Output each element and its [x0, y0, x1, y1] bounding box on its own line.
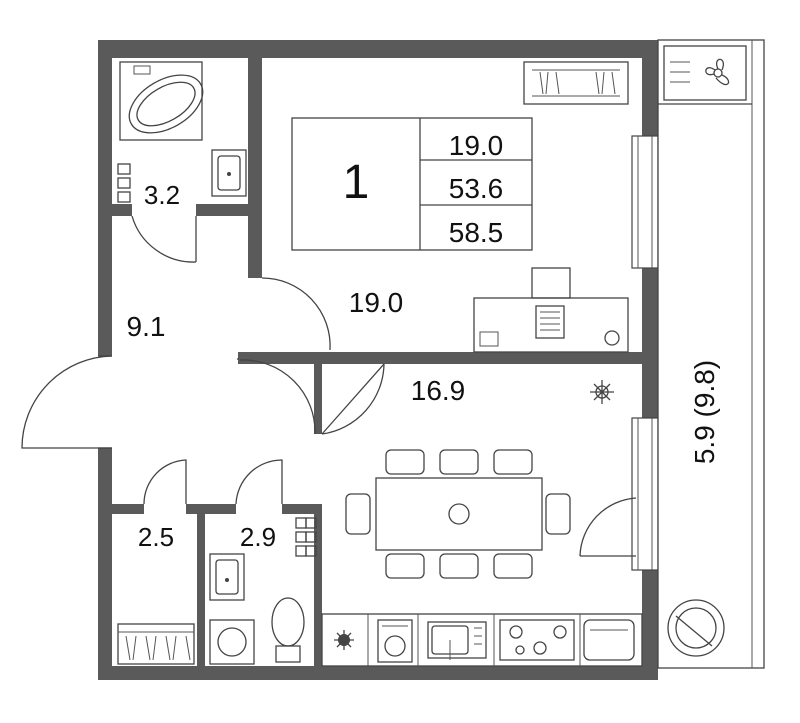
total-area: 53.6	[449, 173, 504, 204]
wardrobe-icon	[523, 61, 629, 105]
kitchen-counter	[321, 613, 643, 667]
window-kitchen	[631, 417, 659, 571]
total-area-with-balcony: 58.5	[449, 217, 504, 248]
toilet-area: 2.9	[240, 522, 276, 552]
living-room-area: 19.0	[349, 287, 404, 318]
bed-icon	[291, 117, 533, 251]
toilet-washer-icon	[209, 619, 255, 665]
hallway-area: 9.1	[127, 311, 166, 342]
bathtub-icon	[119, 61, 204, 141]
window-living	[631, 135, 659, 269]
balcony	[657, 39, 765, 669]
balcony-area: 5.9 (9.8)	[689, 360, 720, 464]
gear-icon	[334, 630, 354, 650]
desk-icon	[473, 267, 629, 353]
kitchen-area: 16.9	[411, 375, 466, 406]
fan-icon	[670, 58, 730, 86]
toilet-sink-icon	[209, 553, 245, 601]
bathroom-sink-icon	[211, 149, 247, 197]
armchair-icon	[667, 599, 725, 657]
toilet-vent-icon	[295, 517, 317, 557]
dining-table-icon	[345, 449, 571, 579]
closet-area: 2.5	[138, 522, 174, 552]
washer-icon	[377, 619, 413, 663]
closet-shelf-icon	[117, 623, 195, 665]
kitchen-sink-icon	[427, 621, 487, 660]
interior-walls	[112, 58, 642, 666]
toilet-icon	[271, 597, 305, 663]
living-area-total: 19.0	[449, 130, 504, 161]
rooms-count: 1	[343, 156, 370, 209]
bathroom-area: 3.2	[144, 180, 180, 210]
balcony-unit	[663, 45, 747, 101]
entrance-opening	[96, 356, 114, 448]
snowflake-icon	[590, 380, 614, 404]
outer-walls	[98, 40, 658, 680]
oven-icon	[583, 619, 635, 661]
stove-icon	[499, 619, 575, 661]
bathroom-vent-icon	[117, 163, 131, 203]
